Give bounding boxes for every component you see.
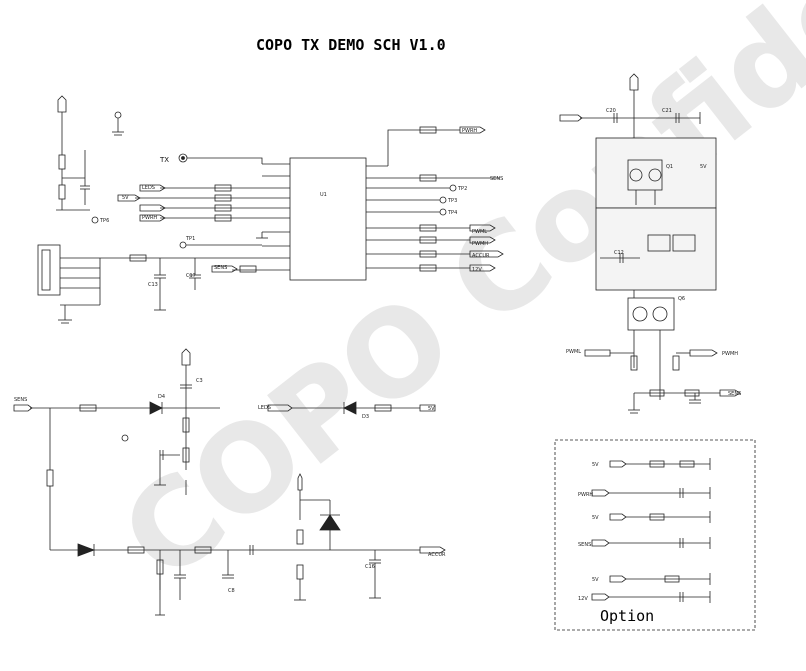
label-c12: C12 — [614, 250, 624, 256]
mcu-ic — [289, 157, 367, 281]
option-label-5v-1: 5V — [592, 462, 599, 468]
tx-label: TX — [159, 156, 169, 164]
label-c3: C3 — [196, 378, 203, 384]
label-d3: D3 — [362, 414, 369, 420]
label-pwrh-left: PWRH — [142, 215, 157, 221]
label-pwrh-right: PWRH — [462, 128, 477, 134]
label-pwmh-power: PWMH — [722, 351, 738, 357]
label-5v-led: 5V — [428, 406, 435, 412]
label-c13: C13 — [148, 282, 158, 288]
label-c17: C17 — [186, 273, 196, 279]
label-c8: C8 — [228, 588, 235, 594]
label-5v-left: 5V — [122, 195, 129, 201]
mcu-designator: U1 — [320, 192, 327, 198]
schematic-title: COPO TX DEMO SCH V1.0 — [256, 36, 446, 54]
label-pwml-power: PWML — [566, 349, 581, 355]
label-leds: LEDS — [142, 185, 155, 191]
label-tp2: TP2 — [457, 186, 467, 192]
label-accur: ACCUR — [472, 253, 490, 259]
label-sens-right: SENS — [490, 176, 503, 182]
watermark-text: COPO Confiden — [97, 0, 806, 607]
label-q6: Q6 — [678, 296, 685, 302]
label-pwml: PWML — [472, 229, 487, 235]
option-title: Option — [600, 607, 654, 625]
label-sens-mcu: SENS — [214, 265, 227, 271]
label-tp1: TP1 — [185, 236, 195, 242]
label-12v-mcu: 12V — [472, 267, 482, 273]
label-c21: C21 — [662, 108, 672, 114]
label-tp6: TP6 — [99, 218, 109, 224]
option-label-sens: SENS — [578, 542, 591, 548]
label-c16: C16 — [365, 564, 375, 570]
label-sens-power: SENS — [728, 391, 741, 397]
label-pwmh: PWMH — [472, 241, 488, 247]
label-tp3: TP3 — [447, 198, 457, 204]
option-label-pwrh: PWRH — [578, 492, 593, 498]
label-sens-analog: SENS — [14, 397, 27, 403]
watermark: COPO Confiden — [97, 0, 806, 607]
label-5v-power: 5V — [700, 164, 707, 170]
label-d4: D4 — [158, 394, 165, 400]
label-tp4: TP4 — [447, 210, 457, 216]
label-accur-analog: ACCUR — [428, 552, 446, 558]
option-label-5v-2: 5V — [592, 515, 599, 521]
label-c20: C20 — [606, 108, 616, 114]
label-leds-led: LEDS — [258, 405, 271, 411]
option-label-12v: 12V — [578, 596, 588, 602]
option-label-5v-3: 5V — [592, 577, 599, 583]
label-q1: Q1 — [666, 164, 673, 170]
